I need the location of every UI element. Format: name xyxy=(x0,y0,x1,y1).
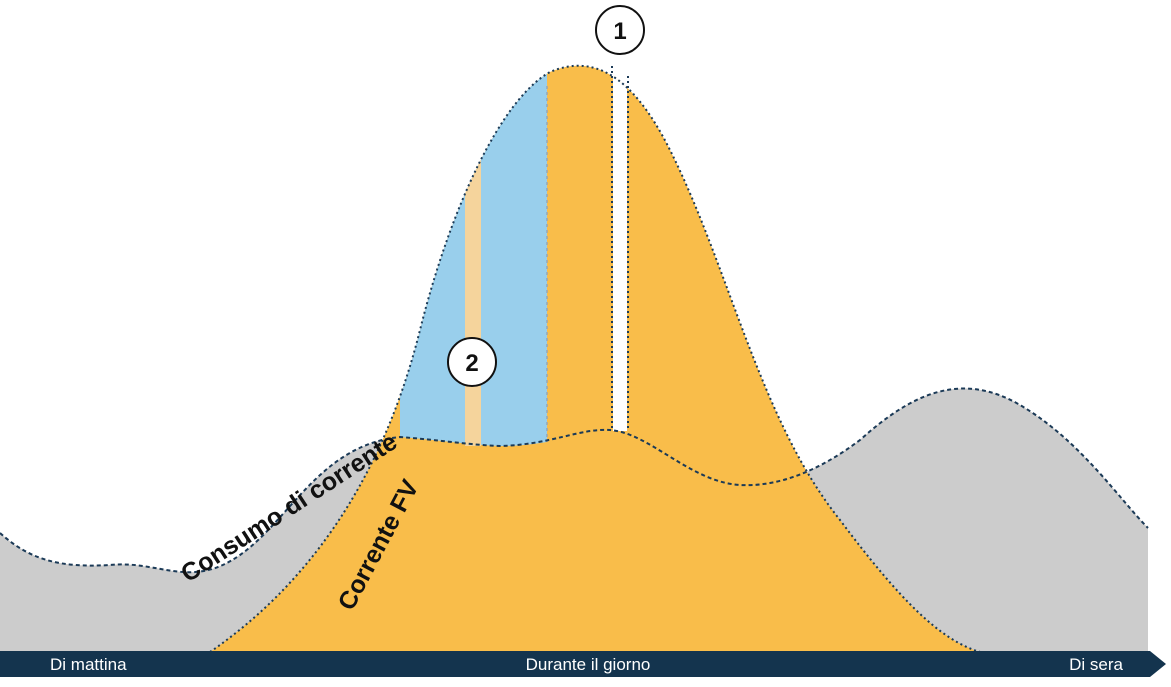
axis-middle-label: Durante il giorno xyxy=(526,655,651,674)
marker-1-text: 1 xyxy=(613,18,626,45)
feed-in-gap xyxy=(613,65,627,431)
axis-start-label: Di mattina xyxy=(50,655,127,674)
time-axis-bar xyxy=(0,651,1166,677)
pv-curve xyxy=(209,64,981,653)
axis-end-label: Di sera xyxy=(1069,655,1123,674)
marker-1: 1 xyxy=(595,5,645,55)
marker-2: 2 xyxy=(447,337,497,387)
pv-area xyxy=(210,65,980,653)
consumption-curve xyxy=(0,387,1149,574)
marker-2-text: 2 xyxy=(465,350,478,377)
